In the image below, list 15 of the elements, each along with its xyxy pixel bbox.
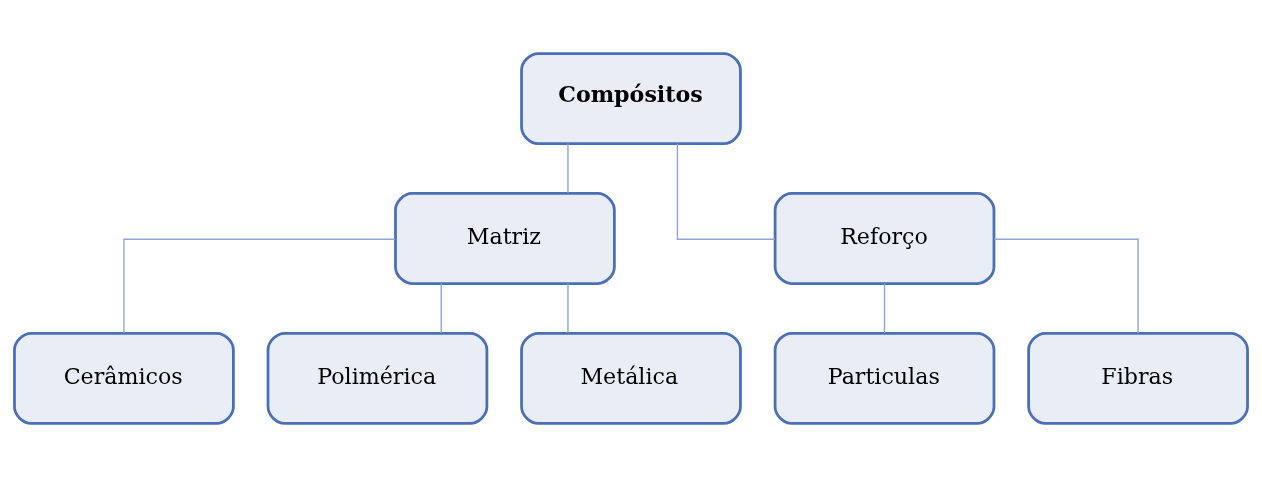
- node-box: Cerâmicos: [13, 332, 235, 425]
- connector: [440, 282, 442, 334]
- node-box: Metálica: [520, 332, 742, 425]
- connector: [123, 238, 396, 334]
- connector: [883, 282, 886, 334]
- node-box: Compósitos: [520, 52, 742, 145]
- connector: [676, 143, 776, 240]
- connector: [567, 142, 569, 194]
- connector: [993, 238, 1139, 334]
- node-box: Particulas: [773, 332, 996, 425]
- node-box: Fibras: [1027, 332, 1249, 425]
- node-box: Matriz: [394, 192, 616, 285]
- connector: [567, 282, 569, 334]
- node-box: Reforço: [773, 192, 996, 285]
- node-box: Polimérica: [266, 332, 489, 425]
